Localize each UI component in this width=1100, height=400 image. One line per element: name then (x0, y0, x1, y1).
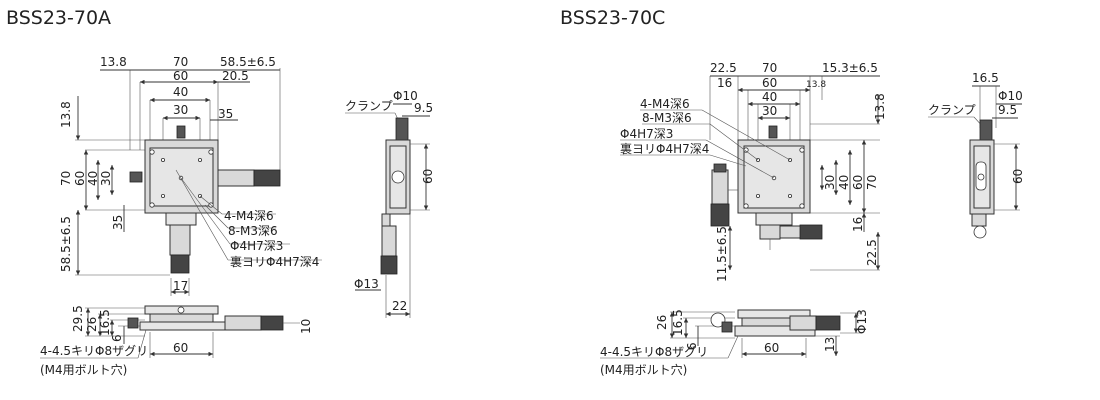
dim-right-front-2: 6 (685, 342, 699, 350)
dim-left-left-5: 35 (111, 215, 125, 230)
dim-right-right-4: 70 (865, 175, 879, 190)
callout-left-0: 4-M4深6 (224, 209, 274, 223)
dim-left-side-0: Φ10 (393, 89, 418, 103)
right-side-knob (973, 225, 987, 239)
dim-left-front-0: 29.5 (71, 305, 85, 332)
right-knob-left (710, 203, 730, 227)
dim-right-top-6: 30 (762, 104, 777, 118)
dim-left-front-3: 6 (110, 334, 124, 342)
callout-left-2: Φ4H7深3 (230, 239, 283, 253)
dim-left-side-2: 60 (421, 169, 435, 184)
dim-left-side-4: 22 (392, 299, 407, 313)
dim-right-right-6: 22.5 (865, 239, 879, 266)
callout-right-1: 8-M3深6 (642, 111, 692, 125)
dim-left-top-0: 13.8 (100, 55, 127, 69)
callout-right-0: 4-M4深6 (640, 97, 690, 111)
dim-left-bottom: 17 (173, 279, 188, 293)
dim-left-top-4: 30 (173, 103, 188, 117)
dim-right-right-5: 16 (851, 217, 865, 232)
dim-left-front-4: 10 (299, 319, 313, 334)
right-top-view: 22.5 70 15.3±6.5 16 60 40 30 13.8 13.8 3… (620, 61, 887, 282)
dim-left-left-4: 30 (99, 171, 113, 186)
dim-right-right-1: 30 (823, 175, 837, 190)
hole-note-right: 4-4.5キリΦ8ザグリ (600, 345, 708, 359)
dim-left-left-3: 40 (86, 171, 100, 186)
callout-left-1: 8-M3深6 (228, 224, 278, 238)
hole-note-left-sub: (M4用ボルト穴) (40, 362, 127, 377)
dim-right-top-4: 60 (762, 76, 777, 90)
left-knob-right (253, 169, 281, 187)
right-front-base (734, 325, 816, 337)
label-clamp-right: クランプ (928, 103, 976, 117)
hole-note-left: 4-4.5キリΦ8ザグリ (40, 344, 148, 358)
dim-right-left-0: 11.5±6.5 (715, 226, 729, 282)
dim-right-top-1: 70 (762, 61, 777, 75)
callout-left-3: 裏ヨリΦ4H7深4 (230, 254, 319, 269)
dim-right-side-2: 9.5 (998, 103, 1017, 117)
dim-left-front-5: 60 (173, 341, 188, 355)
title-right: BSS23-70C (560, 7, 665, 29)
dim-left-top-1: 70 (173, 55, 188, 69)
dim-left-top-7: 35 (218, 107, 233, 121)
right-front-view: 26 16.5 6 Φ13 13 60 4-4.5キリΦ8ザグリ (M4用ボルト… (600, 309, 869, 377)
dim-right-front-1: 16.5 (671, 309, 685, 336)
left-knob-bottom (170, 254, 190, 274)
dim-right-right-2: 40 (837, 175, 851, 190)
dim-right-top-3: 16 (717, 76, 732, 90)
dim-left-top-6: 20.5 (222, 69, 249, 83)
dim-left-top-3: 40 (173, 85, 188, 99)
right-knob-bottom (799, 224, 823, 240)
dim-right-side-1: Φ10 (998, 89, 1023, 103)
dim-right-top-0: 22.5 (710, 61, 737, 75)
left-front-view: 29.5 26 16.5 6 10 60 4-4.5キリΦ8ザグリ (M4用ボル… (40, 305, 313, 377)
dim-right-front-0: 26 (655, 315, 669, 330)
dim-right-right-0: 13.8 (873, 93, 887, 120)
dim-right-top-7: 13.8 (806, 80, 826, 90)
left-side-knob (380, 255, 398, 275)
dim-right-front-4: 13 (823, 337, 837, 352)
title-left: BSS23-70A (6, 7, 111, 29)
left-front-base (139, 321, 226, 331)
callout-right-3: 裏ヨリΦ4H7深4 (620, 141, 709, 156)
dim-right-front-3: Φ13 (855, 309, 869, 334)
hole-note-right-sub: (M4用ボルト穴) (600, 362, 687, 377)
dim-left-left-2: 60 (73, 171, 87, 186)
left-side-view: クランプ Φ10 9.5 60 Φ13 22 (345, 89, 435, 318)
dim-left-front-2: 16.5 (98, 309, 112, 336)
right-front-knob (815, 315, 841, 331)
left-front-knob (260, 315, 284, 331)
left-top-view: 13.8 70 60 40 30 58.5±6.5 20.5 35 13.8 7… (59, 55, 322, 296)
dim-left-left-0: 13.8 (59, 101, 73, 128)
dim-left-top-2: 60 (173, 69, 188, 83)
dim-left-top-5: 58.5±6.5 (220, 55, 276, 69)
dim-right-side-3: 60 (1011, 169, 1025, 184)
right-side-view: 16.5 Φ10 9.5 クランプ 60 (928, 71, 1025, 239)
dim-right-top-5: 40 (762, 90, 777, 104)
dim-right-front-5: 60 (764, 341, 779, 355)
dim-left-left-6: 58.5±6.5 (59, 216, 73, 272)
callout-right-2: Φ4H7深3 (620, 127, 673, 141)
dim-right-top-2: 15.3±6.5 (822, 61, 878, 75)
dim-right-right-3: 60 (851, 175, 865, 190)
dim-left-front-1: 26 (85, 317, 99, 332)
dim-left-side-1: 9.5 (414, 101, 433, 115)
dim-left-side-3: Φ13 (354, 277, 379, 291)
dim-left-left-1: 70 (59, 171, 73, 186)
dim-right-side-0: 16.5 (972, 71, 999, 85)
label-clamp-left: クランプ (345, 99, 393, 113)
